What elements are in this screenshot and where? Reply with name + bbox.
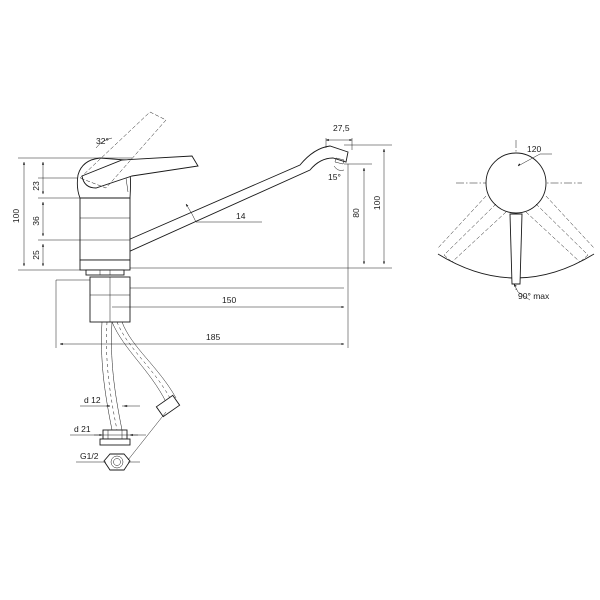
- label-rotation-diameter: 120: [527, 144, 541, 154]
- spout-tip: [334, 157, 345, 165]
- label-handle-height: 23: [31, 181, 41, 191]
- label-lever-angle: 32°: [96, 136, 109, 146]
- label-overall-height-right: 100: [372, 196, 382, 210]
- hose-fitting-left: [102, 429, 128, 440]
- side-view: [76, 111, 349, 471]
- hex-nut: [103, 453, 131, 471]
- top-view: 120 90° max: [437, 140, 595, 301]
- label-hose-diameter: d 12: [84, 395, 101, 405]
- faucet-body: [79, 197, 131, 261]
- handle-rotated-right: [525, 195, 595, 263]
- label-spout-tip-width: 27,5: [333, 123, 350, 133]
- label-thread: G1/2: [80, 451, 99, 461]
- lever-raised-position: [79, 111, 167, 189]
- label-spout-tilt: 15°: [328, 172, 341, 182]
- hose-left: [101, 321, 123, 431]
- handle-knob: [485, 152, 547, 214]
- faucet-base: [79, 259, 131, 271]
- label-spout-height: 80: [351, 208, 361, 218]
- handle-rotated-left: [437, 195, 507, 263]
- spout: [127, 145, 349, 253]
- label-rotation-angle: 90° max: [518, 291, 550, 301]
- handle-neutral: [509, 213, 523, 285]
- hose-right: [111, 321, 177, 403]
- label-spout-diameter: 14: [236, 211, 246, 221]
- label-spout-reach: 150: [222, 295, 236, 305]
- lever-handle: [81, 155, 199, 189]
- hose-fitting-right: [155, 394, 181, 418]
- label-nut-diameter: d 21: [74, 424, 91, 434]
- label-overall-length: 185: [206, 332, 220, 342]
- dimension-lines: 23 36 25 100 32° 14 27,5 15° 80 100: [11, 123, 392, 463]
- label-body-height: 36: [31, 216, 41, 226]
- label-base-height: 25: [31, 250, 41, 260]
- label-overall-height-left: 100: [11, 209, 21, 223]
